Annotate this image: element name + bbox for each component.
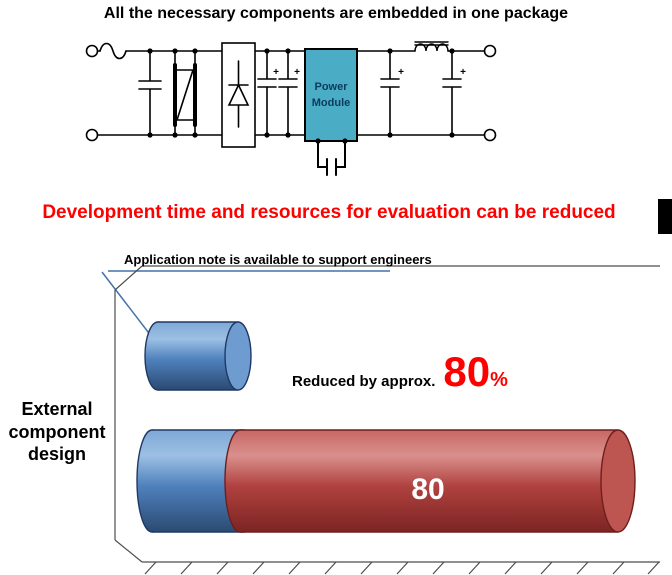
output-terminals xyxy=(483,44,497,142)
input-terminals xyxy=(85,44,99,142)
page-title: All the necessary components are embedde… xyxy=(103,5,569,22)
power-module-box xyxy=(304,48,358,142)
node-dots xyxy=(147,48,455,144)
axis-frame xyxy=(114,265,660,563)
diode-triangle-icon xyxy=(227,83,250,106)
filter-capacitor-icon xyxy=(138,50,162,136)
small-bar xyxy=(144,321,252,391)
category-line-3: design xyxy=(27,444,86,464)
bar-red-segment xyxy=(224,429,636,533)
bulk-capacitor-icon-2 xyxy=(278,50,298,136)
common-mode-choke-icon xyxy=(173,50,197,136)
banner-end-block xyxy=(658,199,672,234)
bar-value-label: 80 xyxy=(411,473,444,506)
large-bar: 80 xyxy=(136,429,636,533)
reduction-prefix: Reduced by approx. xyxy=(292,373,436,390)
fuse-icon xyxy=(99,42,127,60)
floor-tick-marks xyxy=(144,561,660,575)
category-label: External component design xyxy=(0,398,114,466)
plus-sign: + xyxy=(398,67,404,78)
bridge-rectifier xyxy=(221,42,256,148)
power-module-label-line1: Power xyxy=(314,81,348,93)
plus-sign: + xyxy=(460,67,466,78)
snubber-capacitor-icon xyxy=(317,140,346,176)
inductor-icon xyxy=(414,41,449,52)
banner-text: Development time and resources for evalu… xyxy=(42,202,616,223)
reduction-chart: 80 xyxy=(101,265,660,575)
plus-signs: + + + + xyxy=(273,67,466,78)
reduction-percent-sign: % xyxy=(490,369,508,391)
output-capacitor-icon-1 xyxy=(380,50,400,136)
output-capacitor-icon-2 xyxy=(442,50,462,136)
category-line-2: component xyxy=(8,421,106,442)
plus-sign: + xyxy=(273,67,279,78)
wire-rails xyxy=(97,50,485,136)
callout-text: Application note is available to support… xyxy=(124,252,432,267)
circuit-diagram: Power Module + + + + xyxy=(85,41,497,176)
plus-sign: + xyxy=(294,67,300,78)
reduction-annotation: Reduced by approx. 80 % xyxy=(292,348,508,396)
reduction-value: 80 xyxy=(443,348,491,395)
bulk-capacitor-icon-1 xyxy=(257,50,277,136)
power-module-label-line2: Module xyxy=(312,97,351,109)
category-line-1: External xyxy=(21,399,93,419)
power-module: Power Module xyxy=(304,48,358,142)
